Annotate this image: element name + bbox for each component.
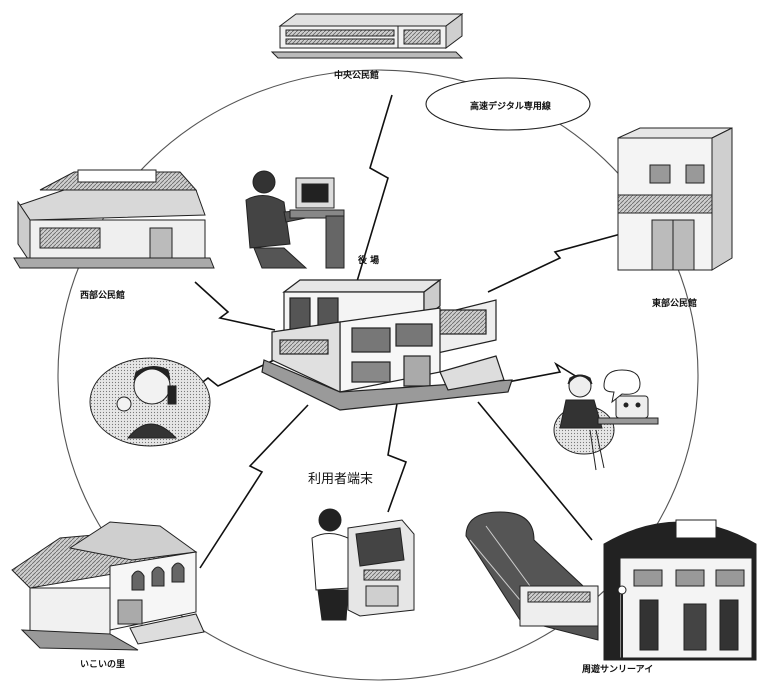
link-sunny <box>477 401 593 541</box>
building-ikoi-icon <box>11 521 205 651</box>
building-seibu-icon <box>13 169 215 269</box>
network-ring <box>57 69 699 681</box>
link-seibu <box>194 281 276 331</box>
ikoi-no-sato-label: いこいの里 <box>80 660 126 670</box>
office-worker-pc-icon <box>245 170 345 269</box>
tobu-community-center-label: 東部公民館 <box>652 299 698 309</box>
seibu-community-center-label: 西部公民館 <box>80 291 126 301</box>
user-terminal-label: 利用者端末 <box>308 472 374 487</box>
sunny-eye-label: 周遊サンリーアイ <box>582 665 654 675</box>
building-center-icon <box>261 278 513 411</box>
building-chuo-icon <box>270 13 464 59</box>
phone-man-icon <box>89 357 211 447</box>
link-tobu <box>487 231 629 293</box>
dedicated-line-label: 高速デジタル専用線 <box>470 102 551 112</box>
town-office-label: 役 場 <box>358 256 380 266</box>
chuo-community-center-label: 中央公民館 <box>334 71 380 81</box>
building-tobu-icon <box>617 127 733 271</box>
user-terminal-kiosk-icon <box>311 508 415 621</box>
link-user <box>387 397 408 513</box>
woman-pc-chat-icon <box>553 369 659 471</box>
link-chuo <box>351 94 393 299</box>
link-ikoi <box>199 404 309 569</box>
link-meeting <box>491 361 583 386</box>
dedicated-line-oval <box>425 77 591 131</box>
building-sunny-eye-icon <box>465 511 757 661</box>
